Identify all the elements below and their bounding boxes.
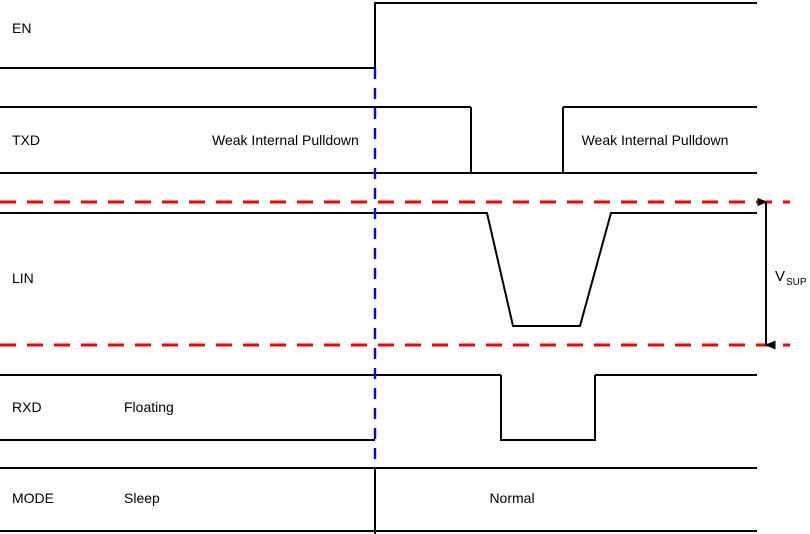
- signal-row-mode: [0, 467, 757, 534]
- signal-label-txd: TXD: [12, 132, 40, 148]
- state-label-txd-pulldown-left: Weak Internal Pulldown: [212, 132, 359, 148]
- signal-row-en: [0, 2, 757, 69]
- signal-label-mode: MODE: [12, 490, 54, 506]
- supply-rails: [0, 200, 790, 347]
- vsup-label-main: V: [775, 268, 785, 285]
- signal-label-lin: LIN: [12, 270, 34, 286]
- signal-row-rxd: [0, 374, 757, 441]
- waveform-rxd-pulse: [500, 375, 596, 441]
- state-label-mode-sleep: Sleep: [124, 490, 160, 506]
- waveform-en: [0, 2, 757, 69]
- signal-label-rxd: RXD: [12, 399, 42, 415]
- vsup-label-subscript: SUP: [786, 277, 807, 288]
- signal-row-txd: [0, 106, 757, 174]
- waveform-lin: [0, 212, 757, 327]
- signal-row-lin: [0, 212, 757, 327]
- signal-label-en: EN: [12, 20, 31, 36]
- state-label-mode-normal: Normal: [489, 490, 534, 506]
- state-label-txd-pulldown-right: Weak Internal Pulldown: [582, 132, 729, 148]
- state-label-rxd-floating: Floating: [124, 399, 174, 415]
